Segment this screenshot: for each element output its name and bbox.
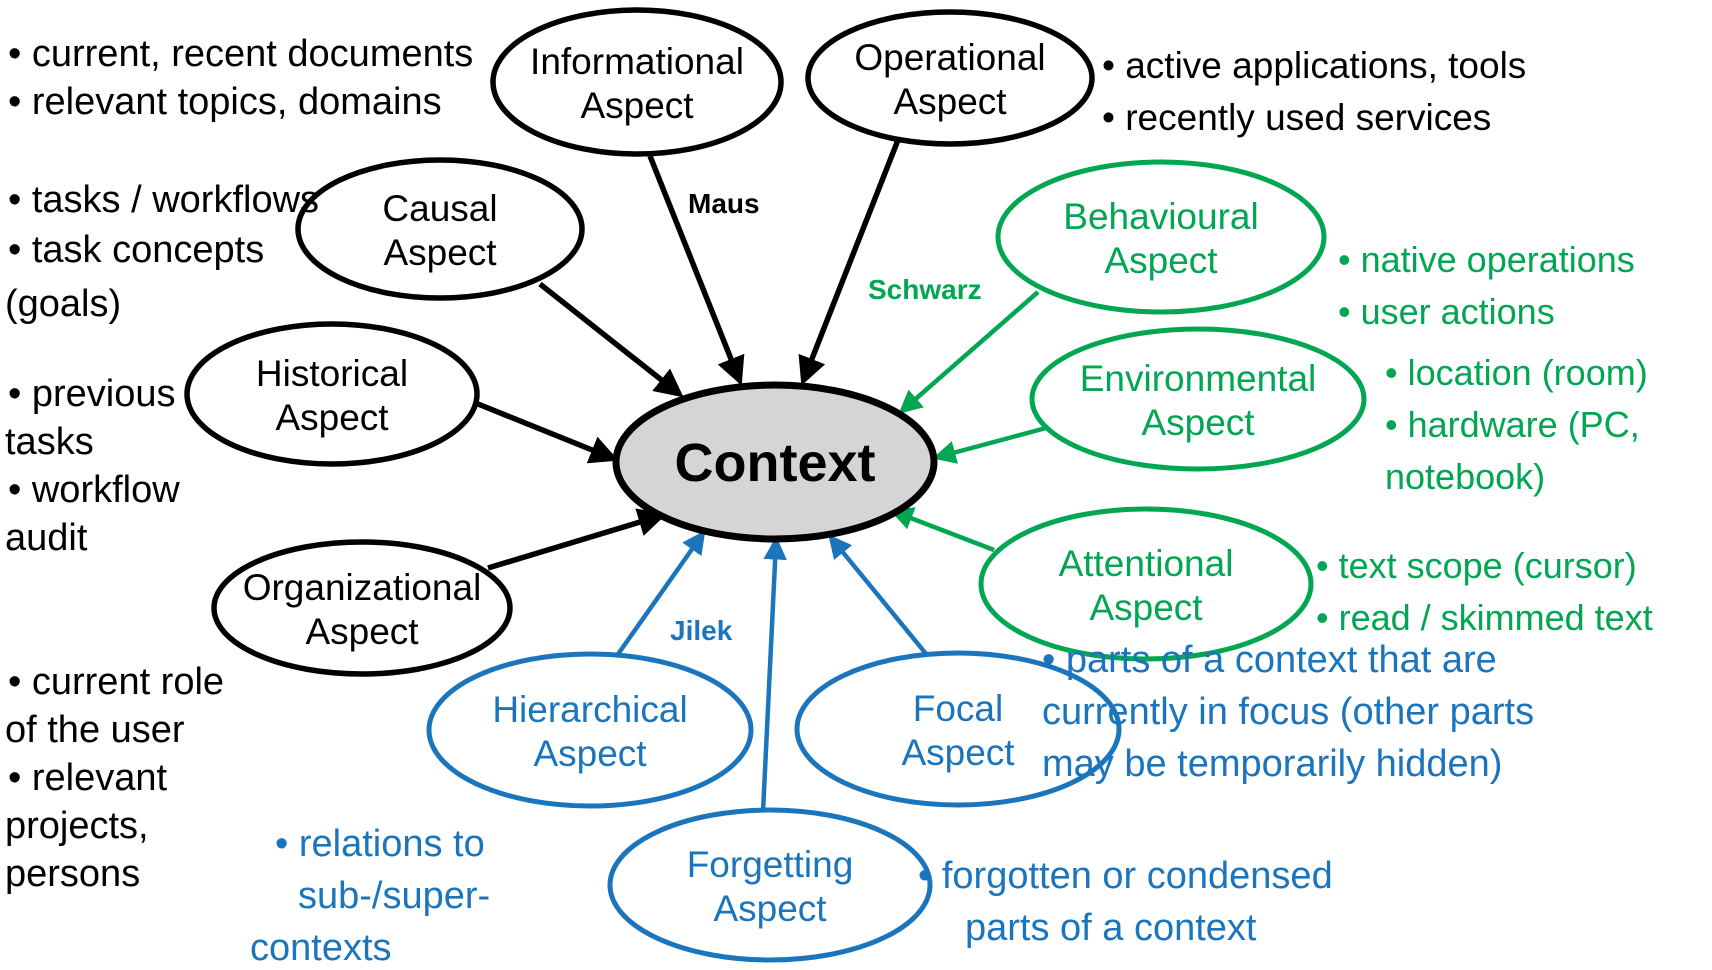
aspect-label-historical-line2: Aspect — [275, 397, 389, 438]
aspect-ellipse-causal — [295, 157, 585, 301]
arrow-environmental-to-context — [932, 425, 1047, 464]
aspect-label-hierarchical-line2: Aspect — [533, 733, 647, 774]
aspect-label-focal-line2: Aspect — [901, 732, 1015, 773]
arrow-historical-to-context — [476, 401, 619, 464]
annotation-line: • tasks / workflows — [8, 179, 319, 221]
annotation-line: • forgotten or condensed — [918, 855, 1333, 897]
annotation-line: of the user — [5, 709, 185, 751]
aspect-label-operational-line2: Aspect — [893, 81, 1007, 122]
aspect-label-causal-line2: Aspect — [383, 232, 497, 273]
aspect-label-environmental-line1: Environmental — [1080, 358, 1317, 399]
arrow-focal-to-context — [828, 534, 929, 657]
annotation-line: contexts — [250, 927, 392, 969]
arrow-operational-to-context — [798, 138, 901, 386]
annotation-line: • user actions — [1338, 291, 1555, 332]
aspect-label-environmental-line2: Aspect — [1141, 402, 1255, 443]
aspect-label-organizational-line2: Aspect — [305, 611, 419, 652]
arrow-hierarchical-to-context — [614, 530, 706, 659]
aspect-label-attentional-line2: Aspect — [1089, 587, 1203, 628]
annotation-line: notebook) — [1385, 456, 1545, 497]
aspect-label-informational-line2: Aspect — [580, 85, 694, 126]
annotation-line: • active applications, tools — [1102, 45, 1526, 86]
aspect-ellipse-informational — [490, 7, 784, 157]
context-ellipse — [612, 381, 938, 543]
annotation-line: • relevant topics, domains — [8, 81, 442, 123]
annotation-line: tasks — [5, 421, 94, 463]
aspect-label-hierarchical-line1: Hierarchical — [492, 689, 687, 730]
text-layer: InformationalAspectOperationalAspectCaus… — [5, 33, 1653, 969]
arrow-forgetting-to-context — [760, 536, 787, 813]
annotation-line: may be temporarily hidden) — [1042, 743, 1502, 785]
annotation-line: • native operations — [1338, 239, 1635, 280]
annotation-line: • read / skimmed text — [1316, 597, 1653, 638]
annotation-line: currently in focus (other parts — [1042, 691, 1534, 733]
annotation-line: • relevant — [8, 757, 167, 799]
arrow-organizational-to-context — [487, 508, 667, 571]
aspect-label-attentional-line1: Attentional — [1059, 543, 1234, 584]
author-label-maus: Maus — [688, 188, 760, 219]
nodes-layer — [184, 7, 1367, 963]
annotation-line: • text scope (cursor) — [1316, 545, 1637, 586]
aspect-label-organizational-line1: Organizational — [243, 567, 482, 608]
aspect-ellipse-organizational — [211, 539, 513, 677]
annotation-line: persons — [5, 853, 140, 895]
annotation-line: • hardware (PC, — [1385, 404, 1640, 445]
arrow-informational-to-context — [647, 154, 745, 386]
annotation-line: • current, recent documents — [8, 33, 473, 75]
annotation-line: • recently used services — [1102, 97, 1491, 138]
aspect-label-causal-line1: Causal — [382, 188, 497, 229]
annotation-line: • workflow — [8, 469, 180, 511]
aspect-label-historical-line1: Historical — [256, 353, 408, 394]
aspect-ellipse-behavioural — [995, 159, 1327, 315]
annotation-line: • parts of a context that are — [1042, 639, 1497, 681]
aspect-label-forgetting-line2: Aspect — [713, 888, 827, 929]
aspect-label-operational-line1: Operational — [854, 37, 1045, 78]
aspect-label-behavioural-line1: Behavioural — [1063, 196, 1258, 237]
annotation-line: parts of a context — [965, 907, 1257, 949]
annotation-line: • location (room) — [1385, 352, 1648, 393]
arrow-causal-to-context — [538, 281, 684, 398]
aspect-ellipse-hierarchical — [426, 651, 754, 809]
arrow-behavioural-to-context — [898, 290, 1040, 414]
annotation-line: • previous — [8, 373, 176, 415]
arrows-layer — [476, 138, 1047, 813]
annotation-line: • task concepts — [8, 229, 264, 271]
author-label-schwarz: Schwarz — [868, 274, 982, 305]
aspect-label-forgetting-line1: Forgetting — [687, 844, 854, 885]
annotation-line: • relations to — [275, 823, 485, 865]
aspect-ellipse-forgetting — [607, 807, 933, 963]
annotation-line: • current role — [8, 661, 224, 703]
annotation-line: audit — [5, 517, 88, 559]
aspect-label-focal-line1: Focal — [913, 688, 1003, 729]
aspect-ellipse-attentional — [978, 506, 1314, 662]
context-label: Context — [675, 433, 876, 493]
aspect-ellipse-environmental — [1029, 326, 1367, 472]
aspect-ellipse-operational — [805, 9, 1095, 147]
aspect-label-informational-line1: Informational — [530, 41, 744, 82]
arrow-attentional-to-context — [889, 507, 995, 553]
annotation-line: (goals) — [5, 283, 121, 325]
annotation-line: projects, — [5, 805, 149, 847]
aspect-label-behavioural-line2: Aspect — [1104, 240, 1218, 281]
aspect-ellipse-focal — [794, 650, 1122, 808]
author-label-jilek: Jilek — [670, 615, 733, 646]
annotation-line: sub-/super- — [298, 875, 490, 917]
aspect-ellipse-historical — [184, 321, 480, 467]
